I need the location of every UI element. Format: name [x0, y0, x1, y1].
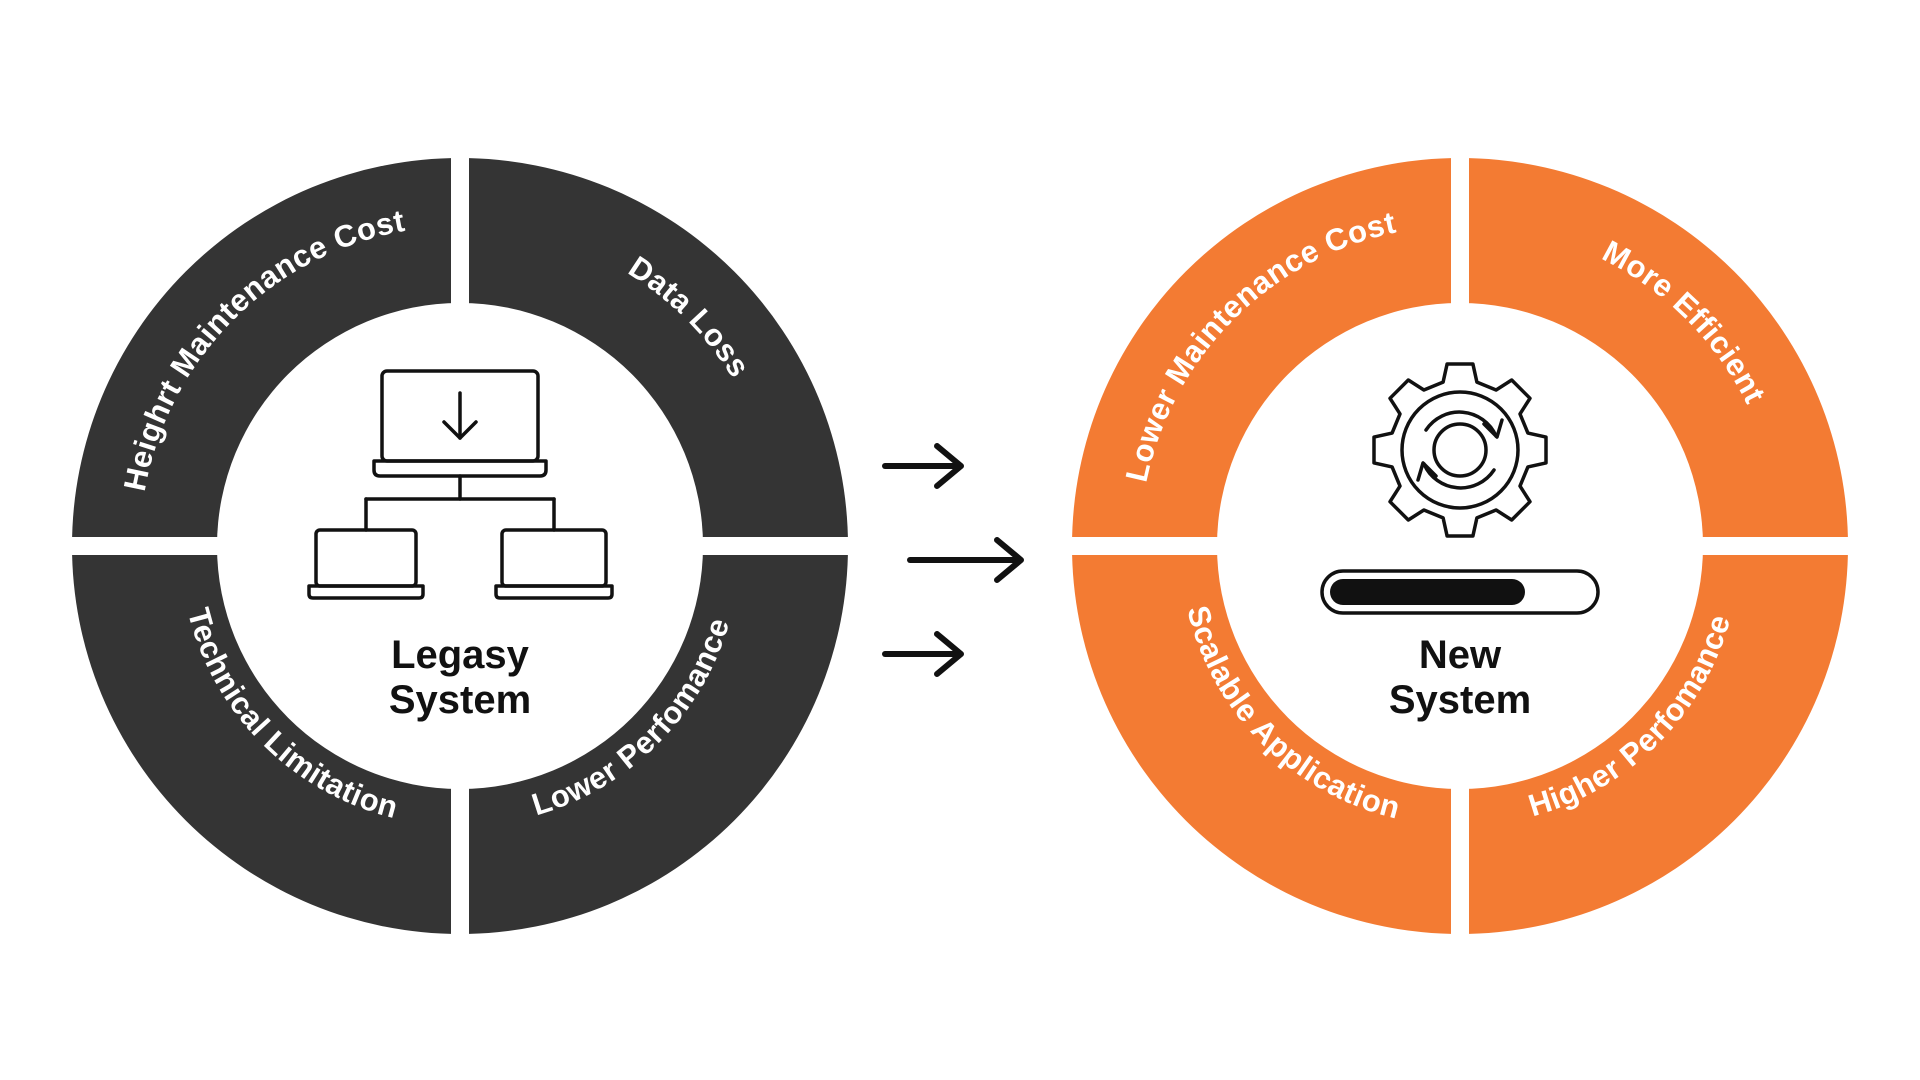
legacy-title-line2: System	[389, 678, 531, 722]
new-title-line1: New	[1419, 633, 1502, 677]
right-arrow-icon	[882, 443, 964, 489]
progress-fill	[1330, 579, 1525, 605]
transition-arrows	[882, 443, 1024, 677]
new-ring-gap-horizontal	[1060, 537, 1860, 555]
progress-bar	[1320, 569, 1600, 615]
legacy-title-line1: Legasy	[391, 633, 530, 677]
legacy-ring: Heighrt Maintenance Cost Data Loss Techn…	[60, 140, 860, 955]
new-system-ring: Lower Maintenance Cost More Efficient Sc…	[1060, 140, 1860, 955]
legacy-ring-gap-horizontal	[60, 537, 860, 555]
right-arrow-icon	[882, 631, 964, 677]
gear-sync-icon	[1372, 362, 1548, 538]
network-download-icon	[307, 369, 614, 600]
new-title-line2: System	[1389, 678, 1531, 722]
right-arrow-icon	[907, 537, 1024, 583]
